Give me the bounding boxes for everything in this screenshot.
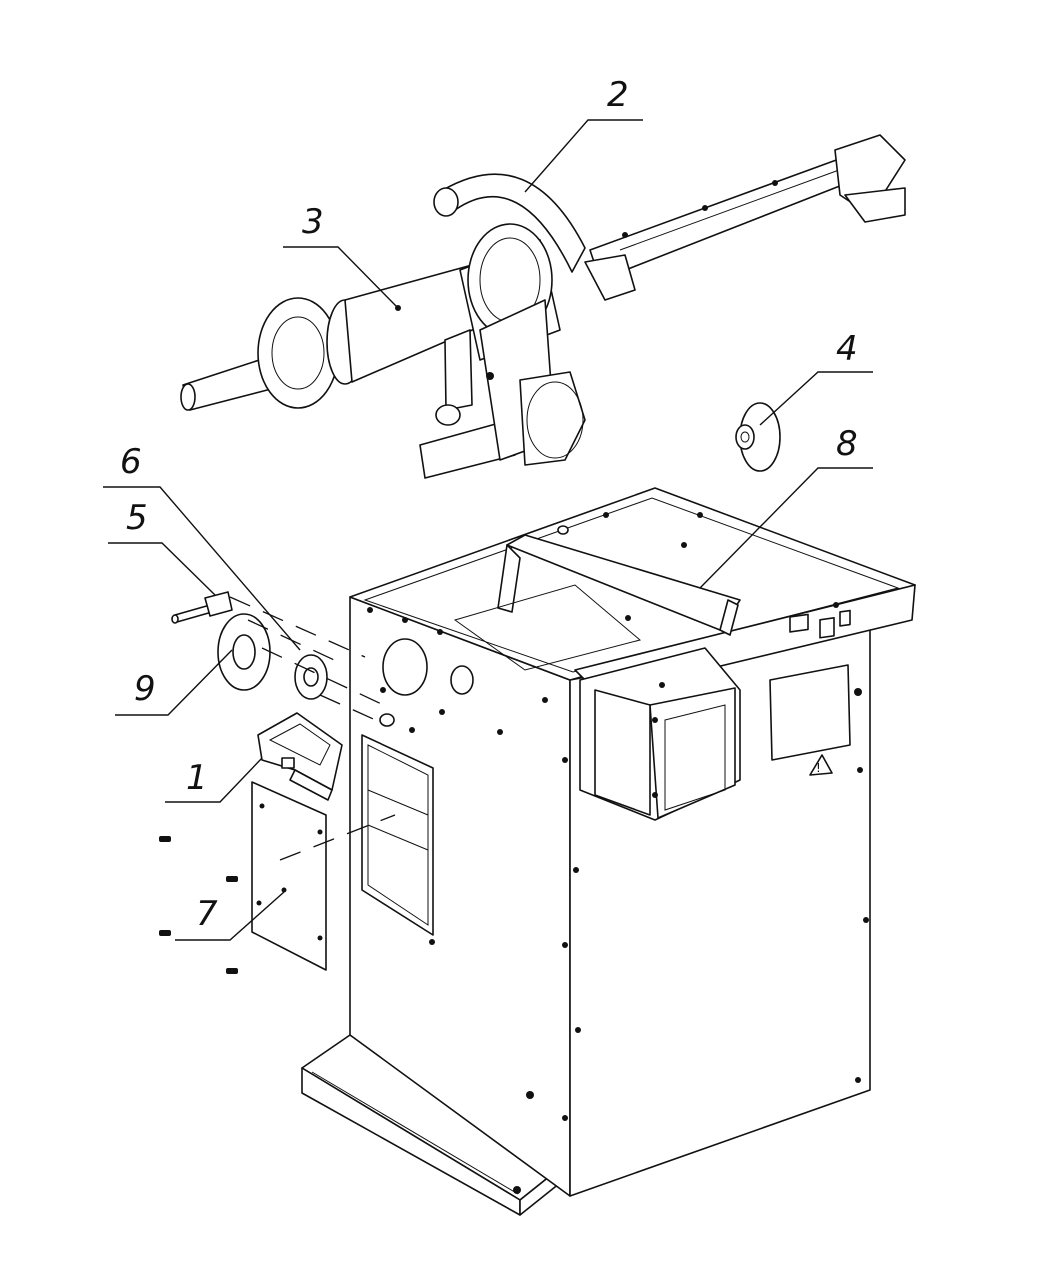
switch-panel bbox=[769, 664, 851, 761]
small-washer bbox=[294, 654, 328, 700]
callout-1: 1 bbox=[186, 758, 208, 798]
cone-part bbox=[735, 402, 781, 472]
callout-6: 6 bbox=[120, 442, 142, 482]
callout-7: 7 bbox=[196, 894, 218, 934]
callout-2: 2 bbox=[607, 75, 629, 115]
front-window bbox=[361, 734, 434, 936]
callout-leaders bbox=[103, 119, 873, 941]
bracket bbox=[257, 712, 343, 801]
callout-5: 5 bbox=[126, 498, 148, 538]
screws bbox=[159, 836, 238, 974]
shaft-assembly bbox=[180, 134, 906, 479]
cover-plate bbox=[251, 781, 327, 971]
handle-bar bbox=[506, 534, 741, 631]
bolt-part bbox=[171, 591, 233, 624]
callout-labels: 2 3 4 8 6 5 9 1 7 bbox=[120, 75, 858, 934]
callout-8: 8 bbox=[836, 424, 858, 464]
assembly-lines bbox=[229, 596, 396, 861]
large-washer bbox=[217, 613, 271, 691]
callout-9: 9 bbox=[134, 669, 156, 709]
callout-3: 3 bbox=[302, 202, 324, 242]
cabinet-body: ! bbox=[301, 487, 916, 1216]
svg-text:!: ! bbox=[816, 761, 821, 775]
flange bbox=[257, 297, 339, 409]
callout-4: 4 bbox=[836, 329, 858, 369]
measuring-arm bbox=[589, 154, 856, 281]
warning-triangle bbox=[809, 754, 833, 776]
gauge-arc bbox=[442, 173, 586, 273]
